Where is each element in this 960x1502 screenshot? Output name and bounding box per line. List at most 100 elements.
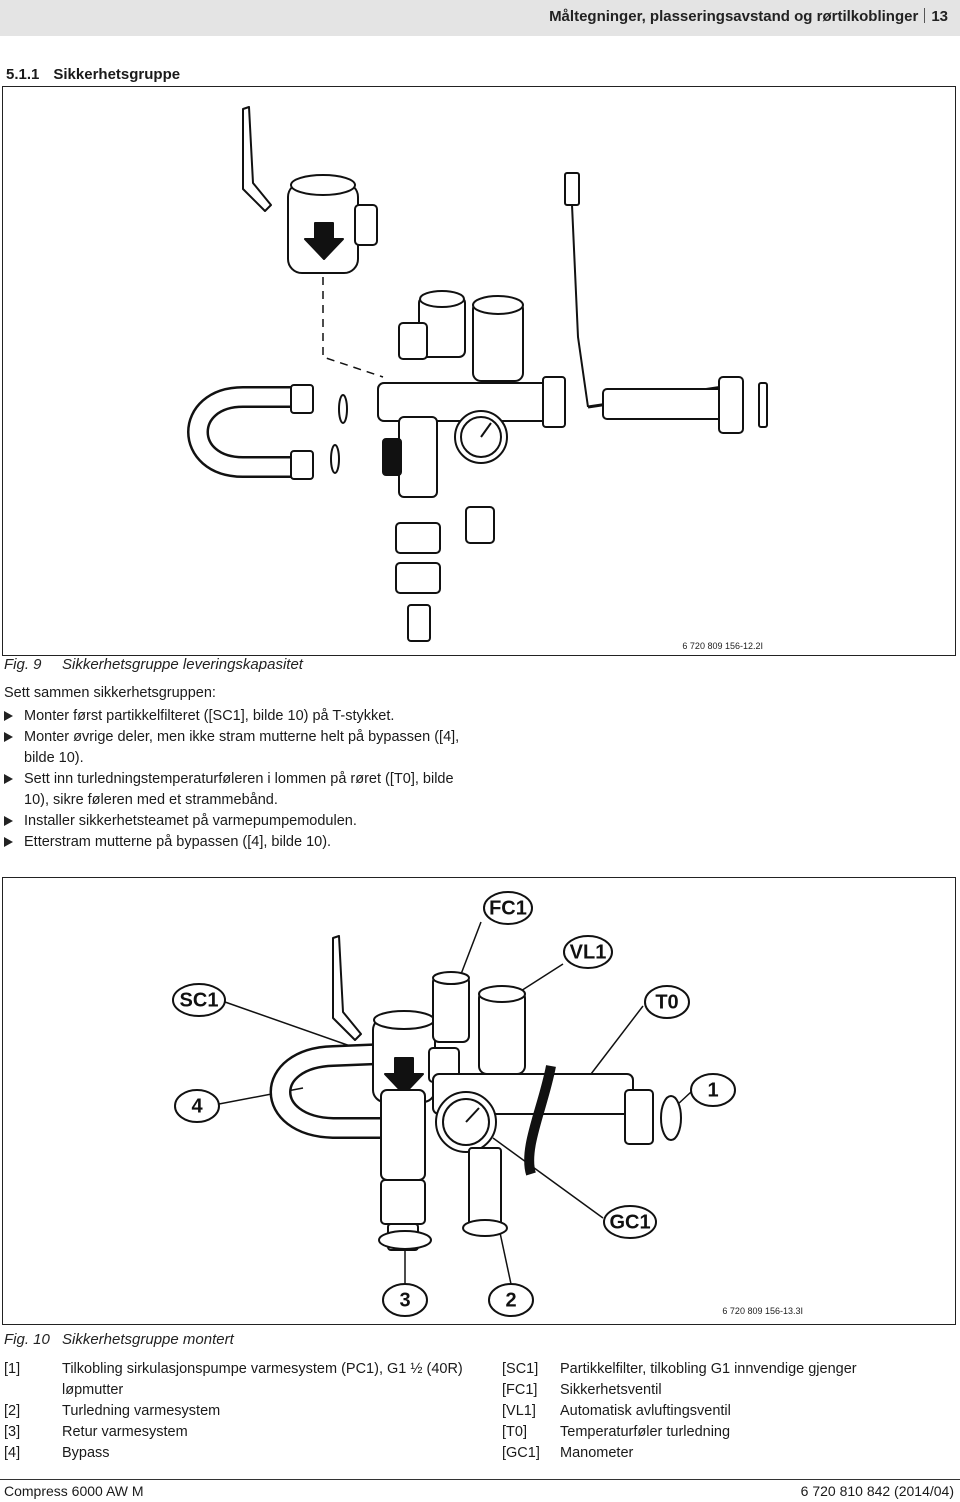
legend-right: [SC1]Partikkelfilter, tilkobling G1 innv… bbox=[502, 1359, 952, 1464]
instruction-step: Monter øvrige deler, men ikke stram mutt… bbox=[4, 727, 474, 769]
legend-row: [1]Tilkobling sirkulasjonspumpe varmesys… bbox=[4, 1361, 463, 1398]
caption-number: Fig. 10 bbox=[4, 1331, 50, 1348]
sensor-cable bbox=[571, 204, 589, 408]
callout-t0-circle bbox=[644, 985, 690, 1019]
lever-handle bbox=[242, 106, 272, 212]
callout-sc1: SC1 bbox=[180, 989, 219, 1011]
figure-code: 6 720 809 156-12.2I bbox=[682, 641, 763, 651]
figure-9-caption: Fig. 9 Sikkerhetsgruppe leveringskapasite… bbox=[4, 656, 303, 673]
flow-arrow bbox=[384, 1057, 424, 1095]
filter-housing bbox=[398, 416, 438, 498]
lower-nut-1 bbox=[395, 522, 441, 554]
side-sleeve bbox=[465, 506, 495, 544]
section-heading: 5.1.1 Sikkerhetsgruppe bbox=[6, 66, 194, 83]
page-header: Måltegninger, plasseringsavstand og rørt… bbox=[0, 0, 960, 36]
callout-fc1-circle bbox=[483, 891, 533, 925]
bullet-arrow-icon bbox=[4, 774, 13, 784]
header-separator bbox=[924, 8, 926, 23]
valve-cap bbox=[290, 174, 356, 196]
instruction-step: Sett inn turledningstemperaturføleren i … bbox=[4, 769, 474, 811]
callout-sc1-circle bbox=[172, 983, 226, 1017]
bypass-nut-upper bbox=[290, 384, 314, 414]
instruction-step: Etterstram mutterne på bypassen ([4], bi… bbox=[4, 832, 474, 853]
callout-3: 3 bbox=[399, 1289, 410, 1311]
legend-left: [1]Tilkobling sirkulasjonspumpe varmesys… bbox=[4, 1359, 464, 1464]
callout-2-circle bbox=[488, 1283, 534, 1317]
section-title: Sikkerhetsgruppe bbox=[53, 66, 181, 83]
callout-vl1: VL1 bbox=[570, 941, 607, 963]
caption-text: Sikkerhetsgruppe montert bbox=[62, 1331, 234, 1348]
callout-vl1-circle bbox=[563, 935, 613, 969]
exploded-drawing bbox=[187, 106, 768, 642]
legend-row: [4]Bypass bbox=[4, 1445, 110, 1461]
seal-ring-2 bbox=[330, 444, 340, 474]
t-piece-body bbox=[377, 382, 549, 422]
callout-1-circle bbox=[690, 1073, 736, 1107]
header-chapter-title: Måltegninger, plasseringsavstand og rørt… bbox=[549, 8, 919, 25]
legend-row: [T0]Temperaturføler turledning bbox=[502, 1424, 731, 1440]
return-pipe-end bbox=[378, 1230, 432, 1250]
lower-nut bbox=[380, 1179, 426, 1225]
cable-strap bbox=[524, 1065, 556, 1176]
pipe-nut bbox=[624, 1089, 654, 1145]
callout-labels: FC1 VL1 SC1 T0 4 1 GC1 3 2 bbox=[180, 897, 719, 1311]
footer-document-number: 6 720 810 842 (2014/04) bbox=[800, 1483, 954, 1499]
bypass-nut-lower bbox=[290, 450, 314, 480]
legend-row: [3]Retur varmesystem bbox=[4, 1424, 188, 1440]
safety-valve bbox=[432, 975, 470, 1043]
section-number: 5.1.1 bbox=[6, 66, 40, 83]
flow-riser bbox=[468, 1147, 502, 1227]
sensor-plug bbox=[564, 172, 580, 206]
legend-row: [GC1]Manometer bbox=[502, 1445, 634, 1461]
callout-fc1: FC1 bbox=[489, 897, 527, 919]
pipe-seal bbox=[758, 382, 768, 428]
callout-3-circle bbox=[382, 1283, 428, 1317]
bullet-arrow-icon bbox=[4, 816, 13, 826]
footer-product: Compress 6000 AW M bbox=[4, 1483, 144, 1499]
instruction-list: Monter først partikkelfilteret ([SC1], b… bbox=[4, 706, 474, 853]
figure-10-caption: Fig. 10 Sikkerhetsgruppe montert bbox=[4, 1331, 234, 1348]
pipe-nut bbox=[718, 376, 744, 434]
footer-divider bbox=[0, 1479, 960, 1480]
flow-pipe-end bbox=[462, 1219, 508, 1237]
lower-sleeve bbox=[407, 604, 431, 642]
callout-gc1-circle bbox=[603, 1205, 657, 1239]
figure-code: 6 720 809 156-13.3I bbox=[722, 1306, 803, 1316]
seal-ring-1 bbox=[338, 394, 348, 424]
assembled-drawing: FC1 VL1 SC1 T0 4 1 GC1 3 2 bbox=[172, 891, 736, 1317]
safety-valve-outlet bbox=[398, 322, 428, 360]
caption-text: Sikkerhetsgruppe leveringskapasitet bbox=[62, 656, 303, 673]
page-number: 13 bbox=[931, 8, 948, 25]
callout-2: 2 bbox=[505, 1289, 516, 1311]
header-title: Måltegninger, plasseringsavstand og rørt… bbox=[549, 8, 948, 25]
flow-pipe bbox=[602, 388, 724, 420]
figure-9-exploded-view: 6 720 809 156-12.2I bbox=[2, 86, 956, 656]
legend-row: [FC1]Sikkerhetsventil bbox=[502, 1382, 662, 1398]
t-piece-port-right bbox=[542, 376, 566, 428]
bullet-arrow-icon bbox=[4, 732, 13, 742]
caption-number: Fig. 9 bbox=[4, 656, 42, 673]
filter-housing bbox=[380, 1089, 426, 1181]
instructions-intro: Sett sammen sikkerhetsgruppen: bbox=[4, 685, 216, 701]
flow-arrow-top bbox=[304, 222, 344, 260]
figure-10-assembled-view: FC1 VL1 SC1 T0 4 1 GC1 3 2 6 720 809 156… bbox=[2, 877, 956, 1325]
instruction-step: Monter først partikkelfilteret ([SC1], b… bbox=[4, 706, 474, 727]
legend-row: [VL1]Automatisk avluftingsventil bbox=[502, 1403, 731, 1419]
valve-side-port bbox=[354, 204, 378, 246]
bullet-arrow-icon bbox=[4, 711, 13, 721]
lower-nut-2 bbox=[395, 562, 441, 594]
callout-1: 1 bbox=[707, 1079, 718, 1101]
callout-gc1: GC1 bbox=[609, 1211, 650, 1233]
bullet-arrow-icon bbox=[4, 837, 13, 847]
assembly-line bbox=[322, 277, 384, 378]
seal-ring bbox=[660, 1095, 682, 1141]
legend-row: [2]Turledning varmesystem bbox=[4, 1403, 221, 1419]
instruction-step: Installer sikkerhetsteamet på varmepumpe… bbox=[4, 811, 474, 832]
callout-t0: T0 bbox=[655, 991, 678, 1013]
filter-nut bbox=[382, 438, 402, 476]
callout-4: 4 bbox=[191, 1095, 203, 1117]
legend-row: [SC1]Partikkelfilter, tilkobling G1 innv… bbox=[502, 1361, 857, 1377]
callout-4-circle bbox=[174, 1089, 220, 1123]
lever-handle bbox=[332, 935, 362, 1041]
assembly-instructions: Sett sammen sikkerhetsgruppen: Monter fø… bbox=[4, 683, 474, 853]
